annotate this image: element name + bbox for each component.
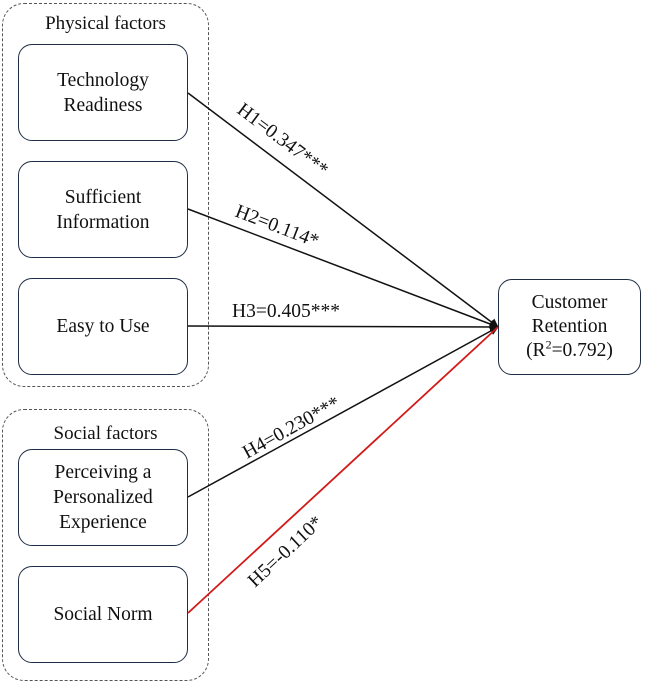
- social-norm-box: Social Norm: [18, 566, 188, 663]
- customer-retention-box: Customer Retention (R2=0.792): [498, 279, 641, 375]
- h5-link: [187, 326, 499, 614]
- physical-factors-group: Physical factors: [2, 3, 209, 387]
- personalized-experience-box: Perceiving a Personalized Experience: [18, 449, 188, 546]
- h1-link: [187, 92, 499, 328]
- outcome-r2: (R2=0.792): [526, 337, 613, 362]
- social-factors-group: Social factors: [2, 409, 209, 681]
- h4-link: [187, 326, 499, 498]
- easy-to-use-box: Easy to Use: [18, 278, 188, 375]
- physical-factors-title: Physical factors: [45, 13, 166, 34]
- h4-label: H4=0.230***: [239, 393, 344, 464]
- h2-link: [187, 208, 499, 329]
- h1-label: H1=0.347***: [233, 99, 332, 181]
- h3-label: H3=0.405***: [232, 301, 340, 322]
- outcome-line-1: Customer: [531, 292, 608, 313]
- h2-label: H2=0.114*: [232, 201, 321, 252]
- sufficient-information-box: Sufficient Information: [18, 161, 188, 258]
- technology-readiness-box: Technology Readiness: [18, 44, 188, 141]
- h3-link: [187, 322, 499, 332]
- social-factors-title: Social factors: [53, 423, 158, 444]
- outcome-line-2: Retention: [531, 316, 608, 337]
